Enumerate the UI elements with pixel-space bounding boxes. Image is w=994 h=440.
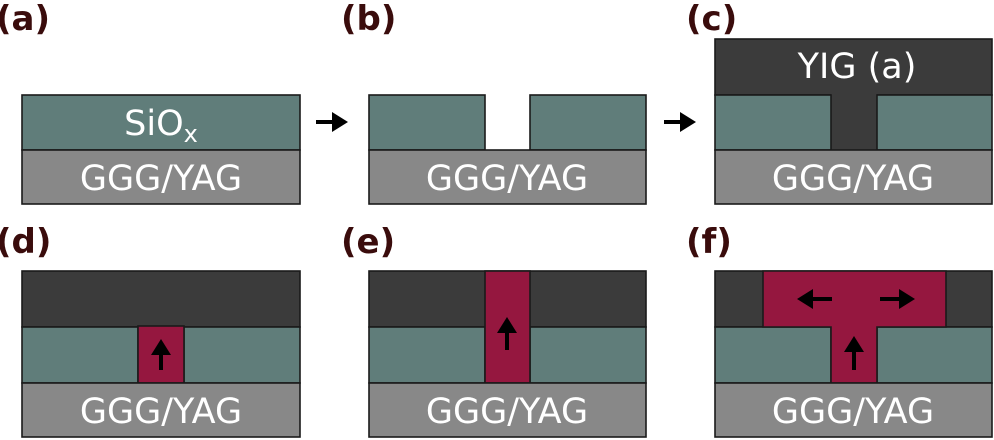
panel-label-a: (a) [0,0,50,39]
substrate-label: GGG/YAG [772,159,934,199]
yig-trench-fill [831,94,877,151]
right-arrow-icon [664,112,696,132]
oxide-block-right [876,94,993,151]
panel-label-f: (f) [686,222,732,262]
oxide-block-left [714,326,832,384]
oxide-block-left [368,94,486,151]
left-arrow-icon [797,289,832,309]
substrate-label: GGG/YAG [80,392,242,432]
panel-label-e: (e) [341,222,395,262]
oxide-block-left [714,94,832,151]
substrate-layer [368,382,647,438]
panel-label-c: (c) [686,0,737,39]
panel-d: (d) GGG/YAG [0,222,301,438]
oxide-label: SiOx [124,104,198,148]
yig-amorphous-layer [714,38,993,96]
up-arrow-icon [497,317,517,350]
substrate-layer [714,149,993,205]
right-arrow-icon [316,112,348,132]
substrate-label: GGG/YAG [772,392,934,432]
yig-amorphous-layer [21,270,301,328]
oxide-block-right [529,94,647,151]
substrate-label: GGG/YAG [426,392,588,432]
oxide-layer [21,94,301,151]
panel-label-d: (d) [0,222,51,262]
panel-a: (a) SiOx GGG/YAG [0,0,301,205]
panel-b: (b) GGG/YAG [341,0,647,205]
right-arrow-icon [880,289,915,309]
oxide-block-left [21,326,139,384]
up-arrow-icon [151,339,171,370]
substrate-layer [21,149,301,205]
substrate-layer [714,382,993,438]
panel-e: (e) GGG/YAG [341,222,647,438]
oxide-block-right [183,326,301,384]
oxide-block-right [529,326,647,384]
oxide-block-right [876,326,993,384]
substrate-layer [21,382,301,438]
panel-label-b: (b) [341,0,396,39]
up-arrow-icon [844,336,864,370]
substrate-layer [368,149,647,205]
substrate-label: GGG/YAG [426,159,588,199]
panel-f: (f) GGG/YAG [686,222,993,438]
oxide-block-left [368,326,486,384]
substrate-label: GGG/YAG [80,159,242,199]
panel-c: (c) YIG (a) GGG/YAG [686,0,993,205]
yig-label: YIG (a) [797,47,917,87]
oxide-label-base: SiO [124,104,184,144]
oxide-label-subscript: x [184,120,198,148]
